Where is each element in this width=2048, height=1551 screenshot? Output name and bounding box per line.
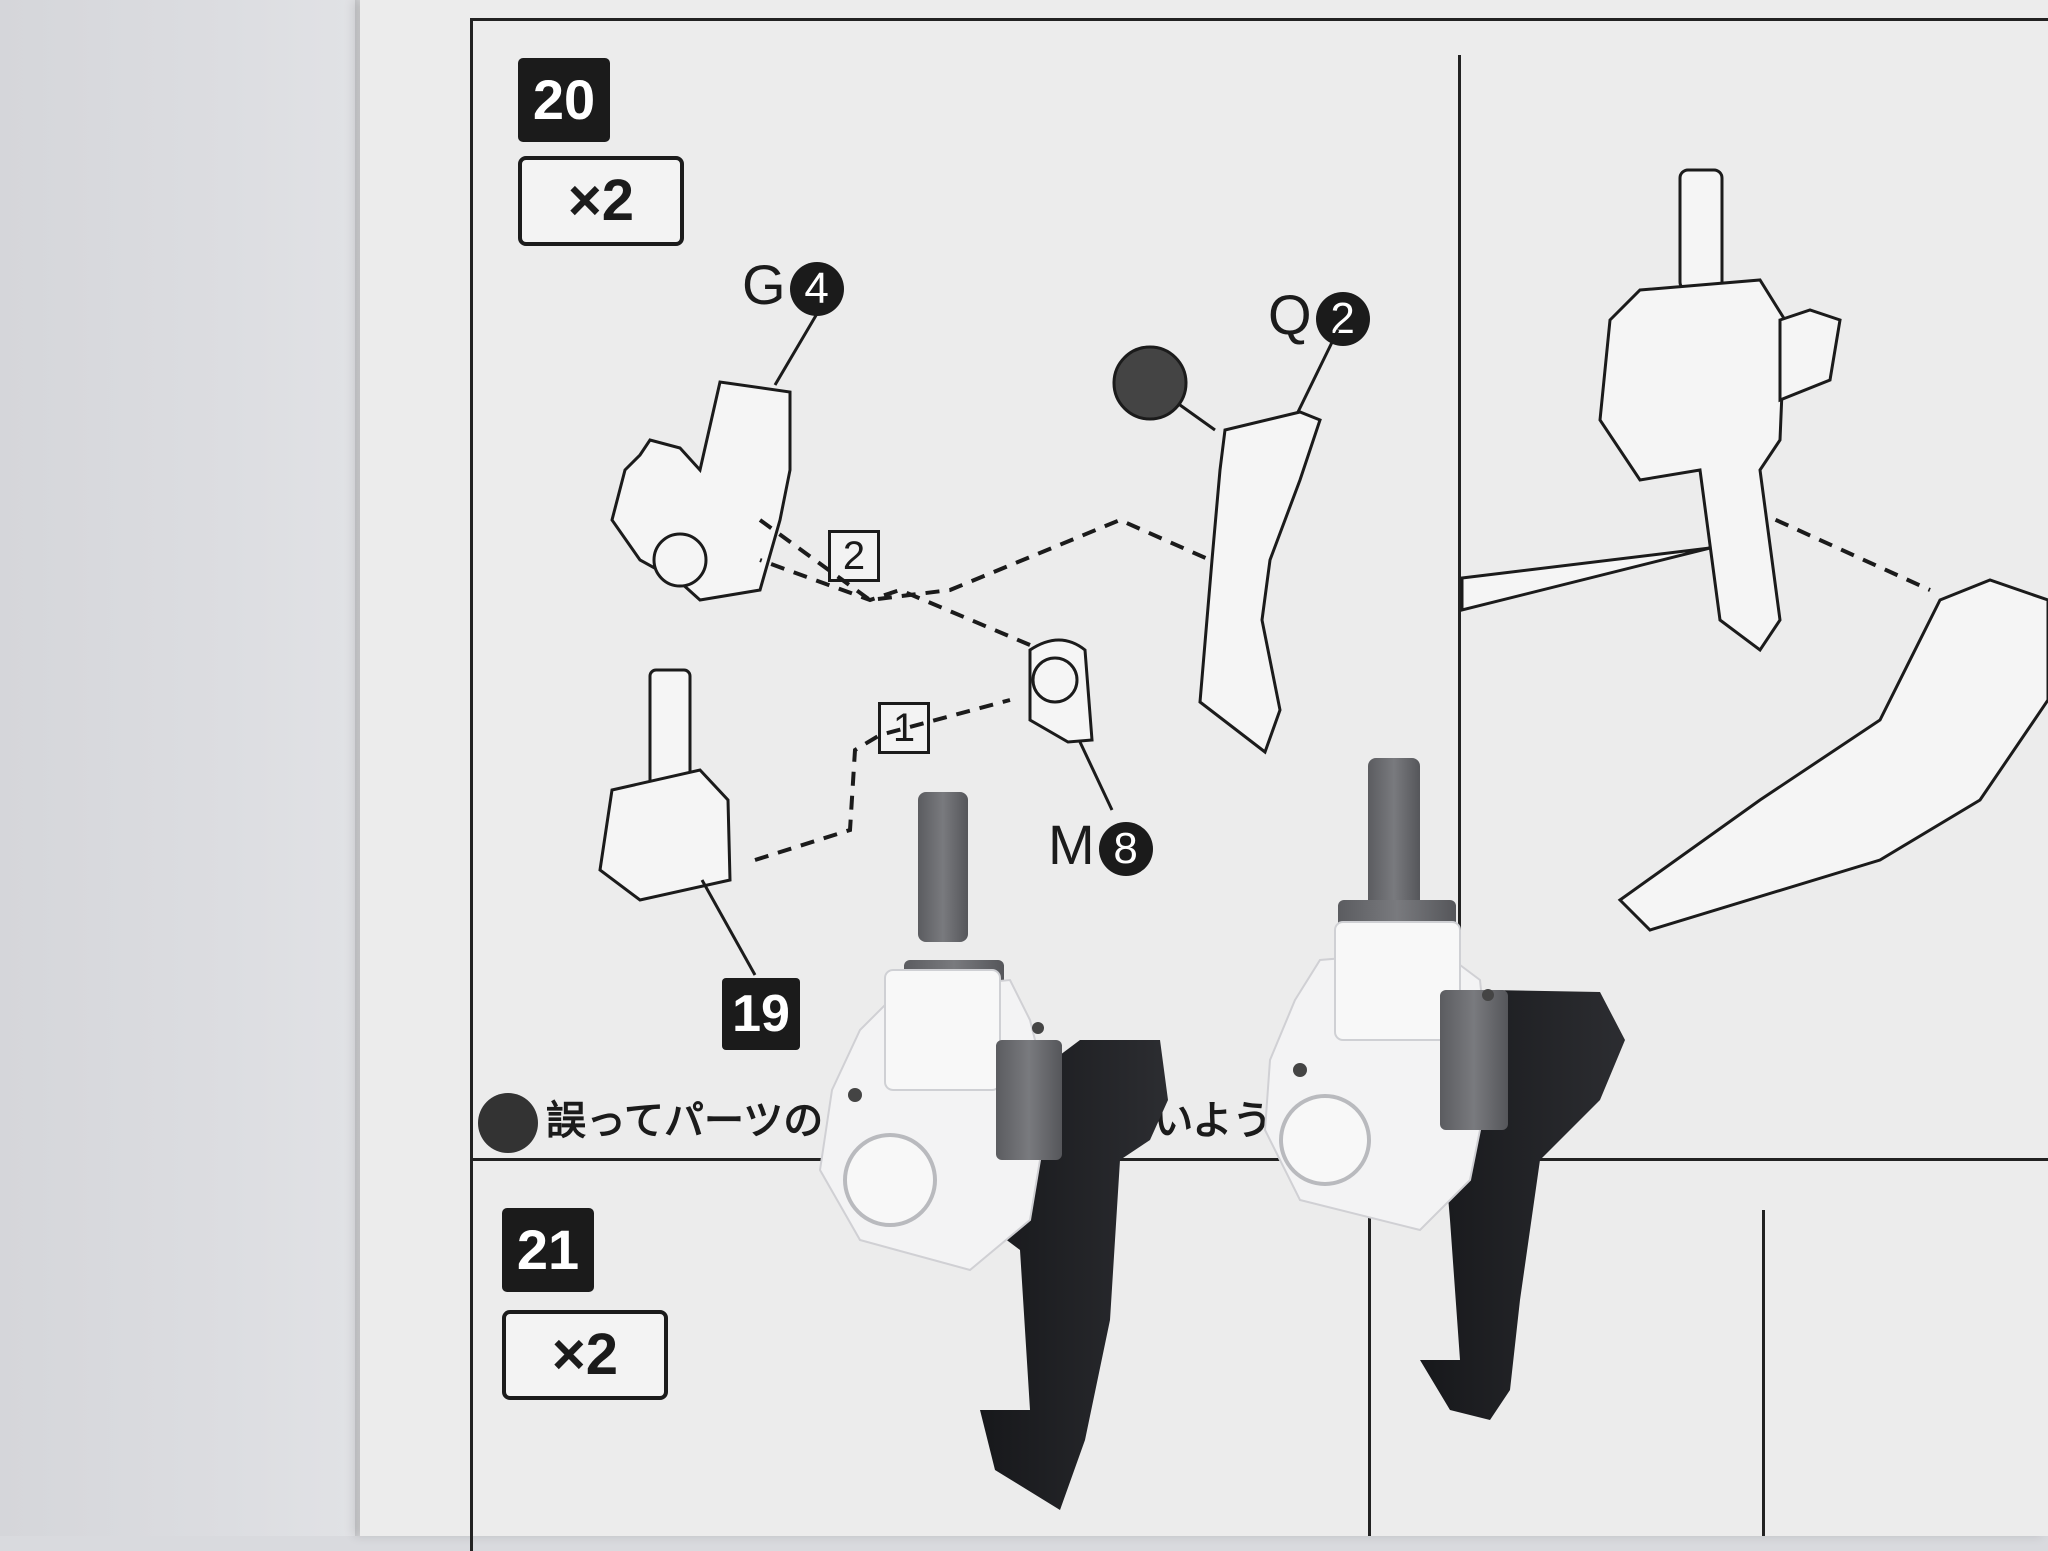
sub-step-2: 2	[828, 530, 880, 582]
sub-step-1: 1	[878, 702, 930, 754]
part-19-drawing	[598, 668, 732, 902]
step-21-number: 21	[502, 1208, 594, 1292]
caution-icon	[1112, 345, 1188, 421]
table-surface	[0, 0, 380, 1536]
part-label-19: 19	[722, 978, 800, 1050]
model-part-left	[818, 792, 1168, 1510]
step-20-quantity: ×2	[518, 156, 684, 246]
leader-m8	[1078, 741, 1114, 811]
lower-divider-1	[1368, 1161, 1371, 1536]
warning-text-left: 誤ってパーツの	[546, 1099, 824, 1143]
step-20-number: 20	[518, 58, 610, 142]
part-m8-drawing	[1028, 638, 1094, 744]
step-divider-horizontal	[470, 1158, 2048, 1161]
leader-19	[700, 879, 757, 976]
part-q2-drawing	[1198, 410, 1322, 755]
assembled-preview-drawing	[1598, 168, 2048, 932]
instruction-manual-page	[360, 0, 2048, 1536]
leader-g4	[773, 311, 820, 386]
leader-q2	[1296, 329, 1340, 413]
lower-divider-2	[1762, 1210, 1765, 1536]
step-frame	[470, 18, 2048, 1551]
model-part-right	[1263, 758, 1625, 1420]
step-divider-vertical	[1458, 55, 1461, 1155]
step-21-quantity: ×2	[502, 1310, 668, 1400]
zoom-callout-wedge	[1460, 546, 1711, 612]
part-g4-drawing	[610, 380, 792, 602]
warning-icon	[478, 1093, 538, 1154]
assembly-arrows	[754, 488, 1931, 862]
